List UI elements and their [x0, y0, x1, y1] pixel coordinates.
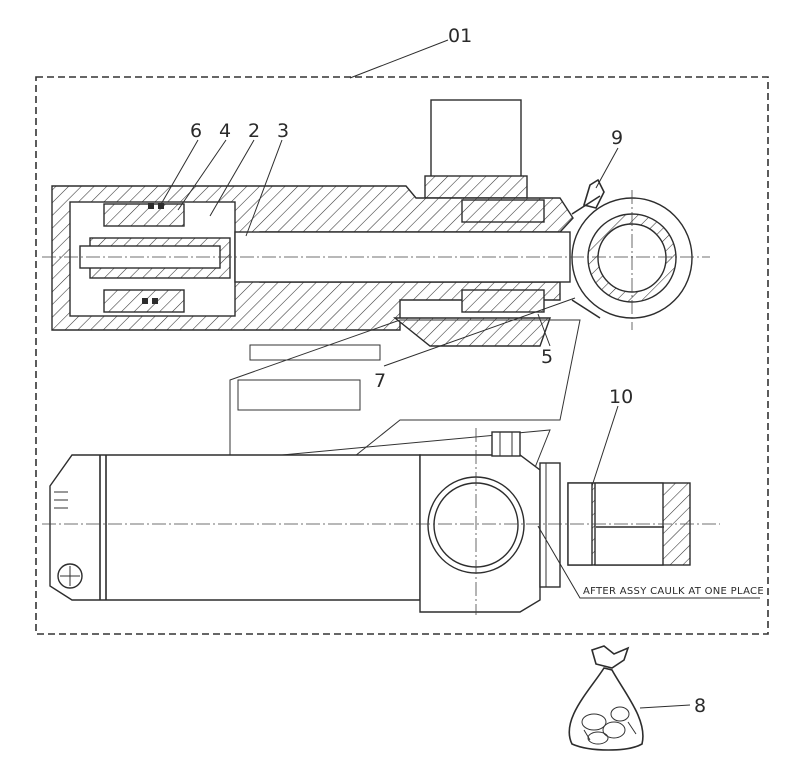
- assembly-boundary: [35, 76, 769, 635]
- cylinder-section-view: [42, 99, 710, 347]
- caulk-note: AFTER ASSY CAULK AT ONE PLACE: [583, 586, 764, 597]
- callout-8: 8: [694, 695, 706, 717]
- callout-2: 2: [248, 120, 260, 142]
- callout-01: 01: [448, 25, 472, 47]
- callout-3: 3: [277, 120, 289, 142]
- callout-6: 6: [190, 120, 202, 142]
- callouts: 01 6 4 2 3 9 5 7 10 8 AFTER ASSY CAULK A…: [190, 25, 764, 717]
- callout-7: 7: [374, 370, 386, 392]
- callout-4: 4: [219, 120, 231, 142]
- callout-5: 5: [541, 346, 553, 368]
- bag-icon: [568, 645, 644, 751]
- callout-10: 10: [609, 386, 633, 408]
- cylinder-external-view: [42, 428, 720, 615]
- callout-9: 9: [611, 127, 623, 149]
- leader-lines: [159, 39, 760, 709]
